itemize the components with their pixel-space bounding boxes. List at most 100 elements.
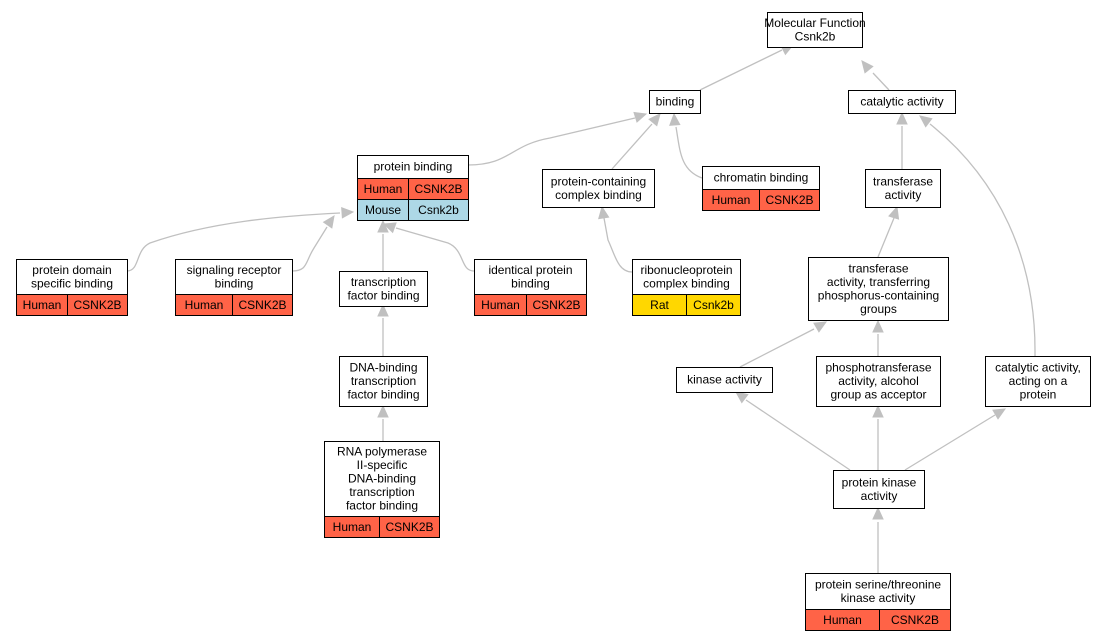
node-label: transcription [349,485,414,499]
edge-line [699,49,783,91]
node-label: transferase [848,261,908,275]
edge [861,60,890,91]
edge-line [904,414,996,471]
node-box [865,169,941,208]
node-label: protein serine/threonine [815,577,941,591]
node-label: activity, alcohol [838,374,918,388]
node-label: binding [215,276,254,290]
node-label: signaling receptor [187,263,282,277]
arrowhead-icon [669,112,681,126]
edge [382,222,475,272]
species-label: Human [23,298,62,312]
gene-cell [408,199,469,221]
node-box [339,356,428,407]
go-node-rnapol[interactable]: RNA polymeraseII-specificDNA-bindingtran… [324,441,440,538]
gene-label: CSNK2B [891,613,939,627]
node-label: binding [511,276,550,290]
gene-label: CSNK2B [765,193,813,207]
node-label: activity [861,489,898,503]
gene-label: CSNK2B [385,520,433,534]
node-label: protein kinase [842,475,917,489]
node-label: catalytic activity [860,95,943,109]
edge [598,205,633,273]
annotation-row: Human CSNK2B [357,178,469,200]
edge-line [395,227,475,272]
arrowhead-icon [633,111,648,123]
edge-line [739,328,815,368]
node-label: ribonucleoprotein [640,263,732,277]
edge [735,391,851,471]
arrowhead-icon [896,111,908,125]
species-label: Human [185,298,224,312]
arrowhead-icon [341,207,355,219]
node-box [833,470,925,509]
node-box [474,259,587,295]
node-box [649,90,701,114]
node-label: kinase activity [687,373,762,387]
arrowhead-icon [377,303,389,317]
node-box [632,259,741,295]
node-label: protein-containing [551,174,646,188]
gene-label: Csnk2b [418,203,459,217]
node-label: catalytic activity, [995,361,1081,375]
gene-cell [526,294,587,316]
node-box [767,12,863,48]
edge [739,321,828,368]
go-node-cat[interactable]: catalytic activity [848,90,956,114]
species-label: Human [364,182,403,196]
edge-line [467,117,636,166]
node-label: DNA-binding [348,472,416,486]
gene-label: CSNK2B [414,182,462,196]
edge [872,319,884,356]
edge [669,112,703,179]
edge-line [603,217,633,273]
arrowhead-icon [377,404,389,418]
edge [904,408,1007,471]
arrowhead-icon [861,60,874,74]
node-label: complex binding [555,188,642,202]
node-label: factor binding [347,388,419,402]
node-label: II-specific [357,458,408,472]
arrowhead-icon [872,319,884,333]
edge [377,303,389,356]
edge [919,115,1036,356]
node-label: activity [885,188,922,202]
edge-line [929,123,1036,356]
node-label: complex binding [643,276,730,290]
edge [872,506,884,573]
node-label: chromatin binding [714,171,809,185]
gene-cell [67,294,128,316]
edge [699,44,795,91]
node-label: phosphotransferase [825,361,931,375]
species-label: Mouse [365,203,401,217]
arrowhead-icon [888,205,900,220]
edge-line [291,226,328,272]
gene-cell [686,294,741,316]
go-node-bind[interactable]: binding [649,90,701,114]
node-box [339,271,428,307]
edge [611,113,661,170]
go-node-kin[interactable]: kinase activity [676,367,773,393]
species-label: Human [823,613,862,627]
